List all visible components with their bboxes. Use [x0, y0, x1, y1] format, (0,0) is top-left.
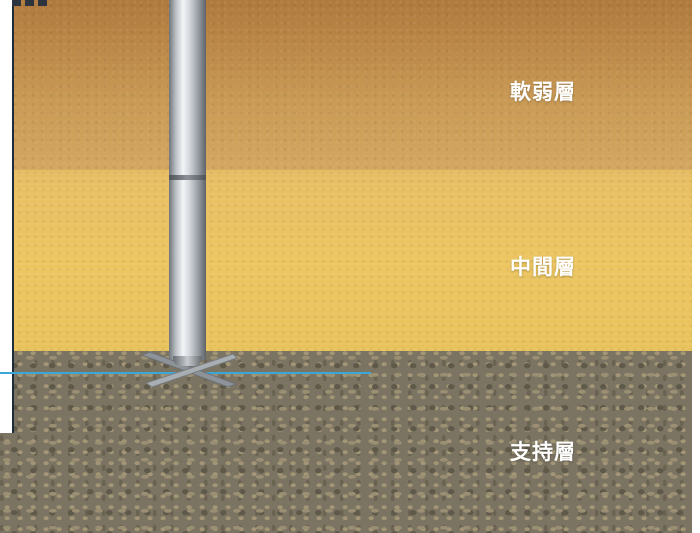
soft-layer-label: 軟弱層 [510, 80, 576, 104]
pile-joint [169, 175, 206, 180]
corner-mark [12, 0, 21, 6]
right-edge-strip [692, 0, 700, 533]
middle-layer-label: 中間層 [510, 255, 576, 279]
middle-layer [0, 170, 692, 351]
soft-layer [0, 0, 692, 170]
pile-tip [173, 356, 202, 366]
bearing-layer [0, 351, 692, 533]
steel-pile-icon [169, 0, 206, 360]
corner-mark [38, 0, 47, 6]
bearing-layer-label: 支持層 [510, 440, 576, 464]
left-panel [0, 0, 14, 433]
corner-mark [25, 0, 34, 6]
